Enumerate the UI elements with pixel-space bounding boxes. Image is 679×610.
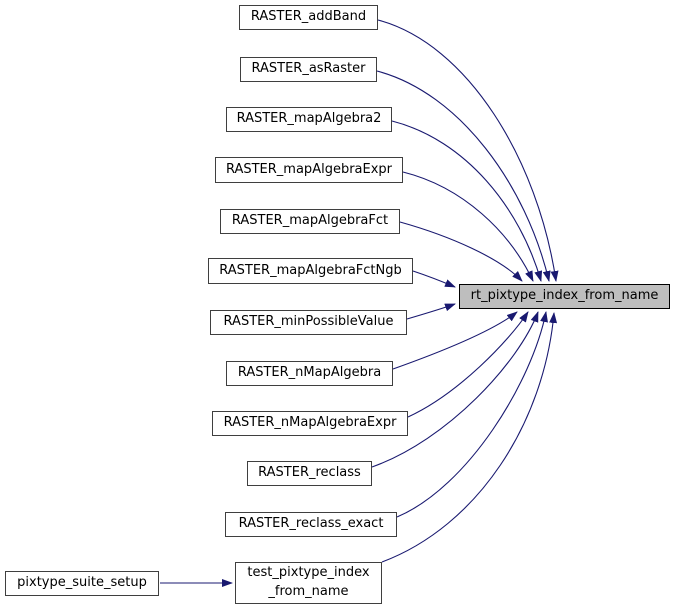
edge-RASTER_reclass_exact	[396, 311, 548, 518]
edge-RASTER_minPossibleValue	[406, 303, 456, 320]
edge-test_pixtype_index_from_name	[381, 312, 558, 563]
node-RASTER_mapAlgebraExpr[interactable]: RASTER_mapAlgebraExpr	[215, 157, 403, 183]
node-label: RASTER_asRaster	[251, 61, 366, 77]
edge-RASTER_addBand	[377, 19, 559, 282]
edge-RASTER_nMapAlgebraExpr	[407, 311, 529, 418]
node-RASTER_addBand[interactable]: RASTER_addBand	[239, 5, 378, 30]
node-label: RASTER_nMapAlgebraExpr	[223, 415, 397, 431]
node-label: RASTER_mapAlgebraFct	[231, 213, 389, 229]
node-label: RASTER_mapAlgebraFctNgb	[219, 262, 402, 278]
node-RASTER_asRaster[interactable]: RASTER_asRaster	[240, 57, 377, 82]
edge-RASTER_mapAlgebraExpr	[402, 171, 534, 282]
edge-RASTER_nMapAlgebra	[392, 311, 518, 370]
node-RASTER_nMapAlgebraExpr[interactable]: RASTER_nMapAlgebraExpr	[212, 411, 408, 436]
node-RASTER_reclass_exact[interactable]: RASTER_reclass_exact	[225, 512, 397, 537]
node-label: RASTER_reclass_exact	[238, 516, 384, 532]
node-label: RASTER_mapAlgebra2	[236, 111, 382, 127]
node-RASTER_mapAlgebra2[interactable]: RASTER_mapAlgebra2	[226, 107, 392, 132]
edge-RASTER_mapAlgebra2	[391, 120, 543, 282]
node-label: RASTER_addBand	[250, 9, 367, 25]
node-RASTER_minPossibleValue[interactable]: RASTER_minPossibleValue	[210, 310, 407, 335]
edge-RASTER_asRaster	[376, 70, 551, 282]
node-test_pixtype_index_from_name[interactable]: test_pixtype_index _from_name	[235, 562, 382, 604]
node-label: RASTER_mapAlgebraExpr	[225, 161, 393, 177]
node-RASTER_mapAlgebraFct[interactable]: RASTER_mapAlgebraFct	[220, 209, 400, 234]
node-label: rt_pixtype_index_from_name	[470, 288, 659, 304]
node-RASTER_reclass[interactable]: RASTER_reclass	[247, 461, 372, 486]
node-label: RASTER_minPossibleValue	[223, 314, 394, 330]
node-rt_pixtype_index_from_name: rt_pixtype_index_from_name	[459, 284, 670, 309]
node-RASTER_mapAlgebraFctNgb[interactable]: RASTER_mapAlgebraFctNgb	[208, 258, 413, 284]
edge-RASTER_reclass	[371, 311, 539, 468]
edge-RASTER_mapAlgebraFctNgb	[412, 270, 456, 288]
edge-RASTER_mapAlgebraFct	[399, 221, 523, 282]
node-RASTER_nMapAlgebra[interactable]: RASTER_nMapAlgebra	[226, 361, 393, 386]
node-label: test_pixtype_index _from_name	[247, 565, 370, 599]
node-label: RASTER_reclass	[258, 465, 361, 481]
node-pixtype_suite_setup[interactable]: pixtype_suite_setup	[5, 571, 159, 596]
node-label: RASTER_nMapAlgebra	[237, 365, 382, 381]
node-label: pixtype_suite_setup	[17, 575, 147, 591]
